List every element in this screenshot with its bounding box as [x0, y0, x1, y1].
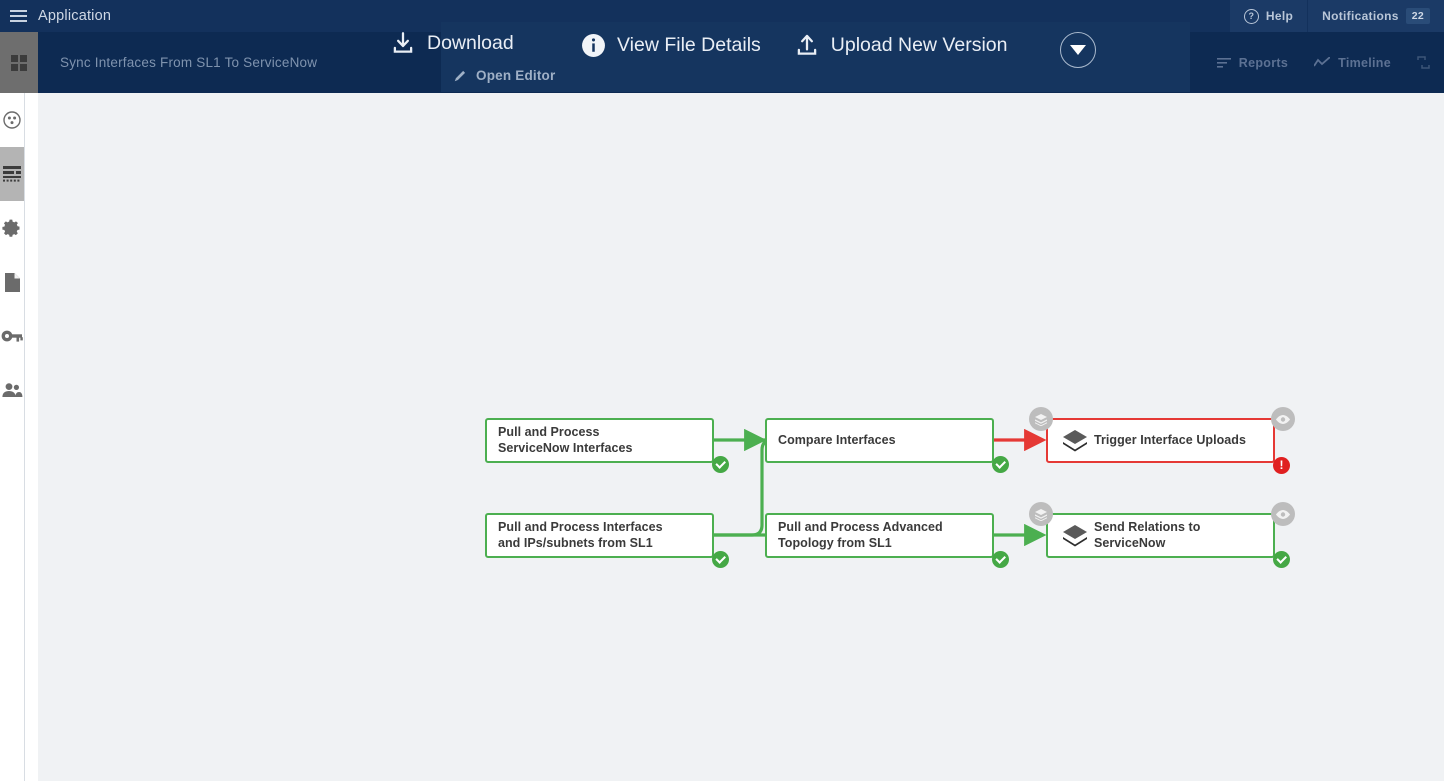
flow-node-label: Pull and Process ServiceNow Interfaces [498, 425, 633, 455]
status-badge-check [1273, 551, 1290, 568]
appbar-actions: ? Help Notifications 22 [1228, 0, 1444, 32]
node-layers-badge[interactable] [1029, 502, 1053, 526]
reports-label: Reports [1238, 55, 1289, 70]
reports-icon [1216, 57, 1231, 68]
sidebar-item-target[interactable] [0, 93, 24, 147]
sidebar-item-settings[interactable] [0, 201, 24, 255]
pencil-icon [454, 70, 466, 81]
eye-icon [1276, 414, 1290, 424]
workflow-canvas[interactable]: Pull and Process ServiceNow Interfaces C… [25, 93, 1444, 781]
layers-icon [1035, 413, 1047, 426]
file-actions-panel: Download View File Details Upload New Ve… [393, 22, 1190, 92]
open-editor-label: Open Editor [476, 68, 556, 83]
timeline-chart-icon [1314, 56, 1331, 66]
status-badge-check [992, 551, 1009, 568]
layers-icon [1035, 508, 1047, 521]
flow-node-label: Pull and Process Interfaces and IPs/subn… [498, 520, 663, 550]
canvas-left-gutter [25, 93, 38, 781]
download-label: Download [427, 31, 514, 54]
gear-icon [2, 219, 20, 237]
view-file-details-label: View File Details [617, 33, 761, 56]
action-row: View File Details Upload New Version [581, 22, 1007, 68]
layers-diamond-icon [1062, 524, 1088, 548]
flow-node-trigger-interface-uploads[interactable]: Trigger Interface Uploads [1046, 418, 1275, 463]
context-bar-links: Reports Timeline [1216, 55, 1444, 70]
info-circle-icon [582, 33, 605, 57]
status-badge-check [992, 456, 1009, 473]
chevron-down-circle-icon [1070, 45, 1086, 55]
more-actions-button[interactable] [1060, 32, 1096, 68]
node-layers-badge[interactable] [1029, 407, 1053, 431]
sidebar-item-credentials[interactable] [0, 309, 24, 363]
flow-node-label: Trigger Interface Uploads [1094, 432, 1246, 447]
help-button[interactable]: ? Help [1228, 0, 1308, 32]
open-editor-button[interactable]: Open Editor [453, 68, 555, 83]
target-circle-icon [3, 111, 21, 129]
status-badge-error [1273, 457, 1290, 474]
status-badge-check [712, 456, 729, 473]
application-title: Application [38, 8, 112, 24]
notifications-button[interactable]: Notifications 22 [1307, 0, 1444, 32]
users-icon [2, 383, 23, 397]
notifications-label: Notifications [1322, 9, 1399, 23]
sidebar-item-documents[interactable] [0, 255, 24, 309]
fullscreen-toggle-icon [1417, 56, 1430, 69]
view-file-details-button[interactable]: View File Details [581, 33, 761, 58]
sidebar-item-applications[interactable] [0, 147, 24, 201]
flow-node-pull-process-servicenow-interfaces[interactable]: Pull and Process ServiceNow Interfaces [485, 418, 714, 463]
sidebar-item-users[interactable] [0, 363, 24, 417]
download-button[interactable]: Download [390, 30, 514, 56]
download-icon [393, 32, 413, 53]
notifications-count-badge: 22 [1405, 8, 1430, 24]
icon-rail [0, 93, 25, 781]
flow-node-compare-interfaces[interactable]: Compare Interfaces [765, 418, 994, 463]
question-circle-icon: ? [1243, 8, 1259, 24]
flow-node-label: Pull and Process Advanced Topology from … [778, 520, 943, 550]
status-badge-check [712, 551, 729, 568]
list-rows-icon [3, 166, 21, 182]
upload-new-version-label: Upload New Version [830, 33, 1008, 56]
flow-node-label: Compare Interfaces [778, 432, 896, 447]
flow-node-pull-process-interfaces-ips-subnets[interactable]: Pull and Process Interfaces and IPs/subn… [485, 513, 714, 558]
timeline-label: Timeline [1338, 55, 1391, 70]
hamburger-menu-icon[interactable] [0, 0, 36, 32]
flow-node-label: Send Relations to ServiceNow [1094, 520, 1201, 550]
layers-diamond-icon [1062, 429, 1088, 453]
key-icon [1, 330, 23, 342]
node-visibility-badge[interactable] [1271, 502, 1295, 526]
upload-icon [797, 34, 817, 55]
help-label: Help [1265, 9, 1294, 23]
timeline-link[interactable]: Timeline [1314, 56, 1391, 70]
document-icon [4, 272, 20, 292]
flow-node-pull-process-advanced-topology[interactable]: Pull and Process Advanced Topology from … [765, 513, 994, 558]
node-visibility-badge[interactable] [1271, 407, 1295, 431]
fullscreen-toggle-button[interactable] [1417, 56, 1430, 69]
reports-link[interactable]: Reports [1216, 55, 1289, 70]
upload-new-version-button[interactable]: Upload New Version [794, 32, 1008, 58]
flow-node-send-relations-to-servicenow[interactable]: Send Relations to ServiceNow [1046, 513, 1275, 558]
page-title: Sync Interfaces From SL1 To ServiceNow [60, 55, 318, 70]
eye-icon [1276, 509, 1290, 519]
app-grid-icon[interactable] [0, 32, 38, 93]
